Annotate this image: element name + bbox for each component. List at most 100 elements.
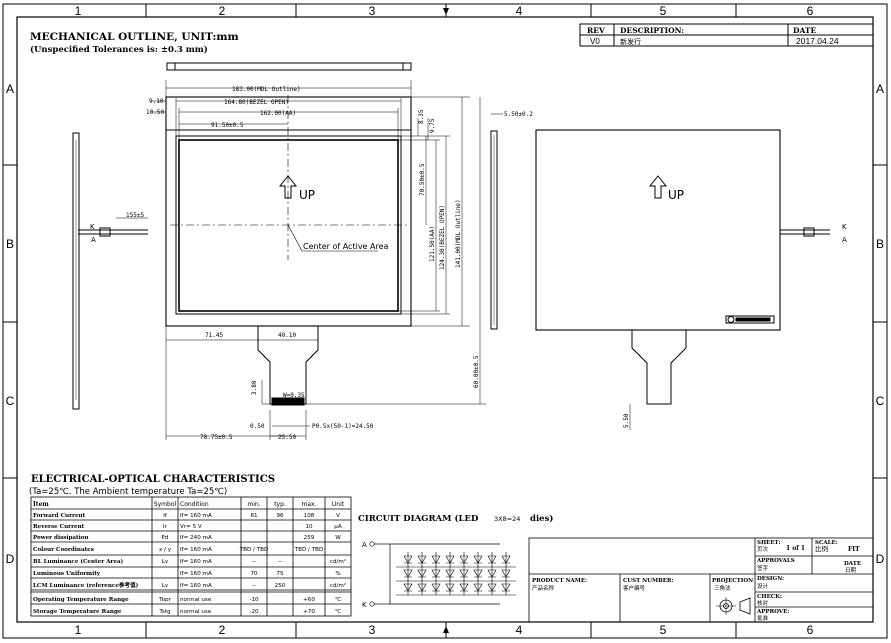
eo-cell: BL Luminance (Center Area): [33, 558, 124, 565]
eo-cell: TBD / TBD: [294, 547, 324, 553]
col-label-4-bottom: 4: [516, 623, 523, 637]
front-view: [165, 95, 412, 406]
col-label-2: 2: [219, 4, 226, 18]
dim-bezel-width: 164.80(BEZEL OPEN): [224, 99, 289, 106]
eo-cell: +60: [303, 597, 315, 603]
col-label-1-bottom: 1: [75, 623, 82, 637]
eo-cell: cd/m²: [330, 582, 346, 589]
eo-cell: --: [252, 559, 256, 565]
dim-center-y: 70.50±0.5: [419, 163, 426, 196]
eo-cell: μA: [334, 524, 342, 530]
eo-cell: Colour Coordinates: [33, 547, 94, 553]
eo-cell: If= 160 mA: [180, 571, 212, 577]
revision-block: REV DESCRIPTION: DATE V0 新发行 2017.04.24: [579, 23, 874, 47]
revision-desc: 新发行: [620, 37, 641, 46]
dim-outline-height: 141.00(MDL Outline): [455, 199, 462, 268]
eo-header-cell: Item: [33, 501, 49, 508]
eo-cell: ℃: [335, 596, 341, 603]
revision-header-date: DATE: [793, 26, 816, 35]
row-label-a: A: [6, 82, 14, 96]
circuit-labels: CIRCUIT DIAGRAM (LED 3X8=24 dies) A K: [358, 513, 553, 609]
dim-050: 0.50: [250, 423, 265, 430]
dim-d: d=0.15: [283, 398, 305, 405]
col-label-3-bottom: 3: [369, 623, 376, 637]
eo-cell: Lv: [162, 583, 169, 589]
eo-cell: %: [335, 571, 340, 577]
eo-cell: W: [335, 535, 341, 541]
check-label: CHECK:: [757, 594, 782, 600]
front-dimensions: [150, 80, 486, 440]
eo-header-cell: min.: [247, 501, 260, 508]
zone-labels: 1 2 3 4 5 6 1 2 3 4 5 6 A B C D A B C D: [6, 4, 885, 637]
eo-cell: Luminous Uniformity: [33, 571, 101, 577]
row-label-d-right: D: [876, 552, 885, 566]
side-view-middle: [490, 113, 503, 330]
eo-cell: Forward Current: [33, 513, 86, 519]
drawing-title: MECHANICAL OUTLINE, UNIT:mm: [30, 31, 239, 43]
product-name-cn: 产品名称: [532, 584, 555, 592]
eo-table-title: ELECTRICAL-OPTICAL CHARACTERISTICS: [31, 474, 275, 485]
eo-cell: ℃: [335, 608, 341, 615]
circuit-title-end: dies): [530, 513, 553, 524]
eo-cell: If: [163, 513, 168, 519]
revision-header-rev: REV: [587, 26, 605, 35]
cust-number-label: CUST NUMBER:: [623, 578, 674, 584]
dim-left-1050: 10.50: [146, 109, 164, 116]
eo-cell: x / y: [159, 547, 172, 553]
eo-cell: --: [278, 559, 282, 565]
eo-cell: Power dissipation: [33, 535, 89, 541]
circuit-label-a: A: [362, 541, 367, 549]
eo-cell: normal use: [180, 609, 212, 615]
scale-label: SCALE:: [815, 540, 838, 546]
back-label-k: K: [842, 223, 847, 231]
eo-cell: Pd: [162, 535, 169, 541]
revision-rev: V0: [590, 37, 600, 46]
title-block-frame: [528, 537, 874, 623]
eo-table-condition: (Ta=25℃. The Ambient temperature Ta=25℃): [29, 487, 227, 497]
col-label-4: 4: [516, 4, 523, 18]
led-array: [396, 552, 516, 596]
eo-cell: If= 160 mA: [180, 583, 212, 589]
back-up-label: UP: [668, 188, 684, 202]
dim-left-910: 9.10: [149, 98, 164, 105]
side-label-a: A: [91, 236, 96, 244]
front-up-label: UP: [299, 188, 315, 202]
eo-heading: ELECTRICAL-OPTICAL CHARACTERISTICS (Ta=2…: [29, 474, 275, 497]
scale-cn: 比例: [815, 544, 828, 553]
circuit-label-k: K: [362, 601, 367, 609]
back-view-labels: UP 5.50 K A: [623, 188, 847, 428]
revision-header-desc: DESCRIPTION:: [620, 26, 684, 35]
tolerance-note: (Unspecified Tolerances is: ±0.3 mm): [30, 44, 208, 55]
cust-number-cn: 客户编号: [623, 584, 646, 592]
eo-header-cell: Unit: [332, 501, 345, 508]
eo-cell: LCM Luminance (reference参考值): [33, 581, 139, 589]
front-dimension-text: 183.00(MDL Outline) 164.80(BEZEL OPEN) 1…: [146, 86, 480, 441]
eo-header-cell: typ.: [274, 501, 286, 508]
eo-cell: Operating Temperature Range: [33, 597, 129, 603]
projection-cn: 三角法: [714, 584, 731, 592]
eo-cell: normal use: [180, 597, 212, 603]
dim-cable: 155±5: [126, 212, 144, 219]
side-view-left-labels: 155±5 K A: [90, 212, 144, 244]
center-active-area-label: Center of Active Area: [303, 242, 389, 251]
approve-label: APPROVE:: [756, 609, 789, 615]
eo-cell: 70: [250, 571, 258, 577]
row-label-b: B: [6, 237, 14, 251]
eo-cell: If= 160 mA: [180, 547, 212, 553]
dim-outline-width: 183.00(MDL Outline): [232, 86, 301, 93]
dim-w: W=0.35: [283, 392, 305, 399]
row-label-b-right: B: [876, 237, 884, 251]
eo-cell: -10: [249, 597, 259, 603]
eo-header-cell: max.: [302, 501, 317, 508]
design-cn: 设计: [757, 582, 769, 590]
side-label-k: K: [90, 223, 95, 231]
eo-cell: TBD / TBD: [239, 547, 269, 553]
dim-top-975: 9.75: [429, 118, 436, 133]
product-name-label: PRODUCT NAME:: [532, 578, 587, 584]
scale-value: FIT: [848, 546, 860, 553]
design-label: DESIGN:: [757, 576, 784, 582]
eo-cell: 108: [304, 513, 315, 519]
sheet-frame: [2, 3, 888, 639]
col-label-3: 3: [369, 4, 376, 18]
title-block-text: PRODUCT NAME: 产品名称 CUST NUMBER: 客户编号 PRO…: [532, 540, 861, 622]
